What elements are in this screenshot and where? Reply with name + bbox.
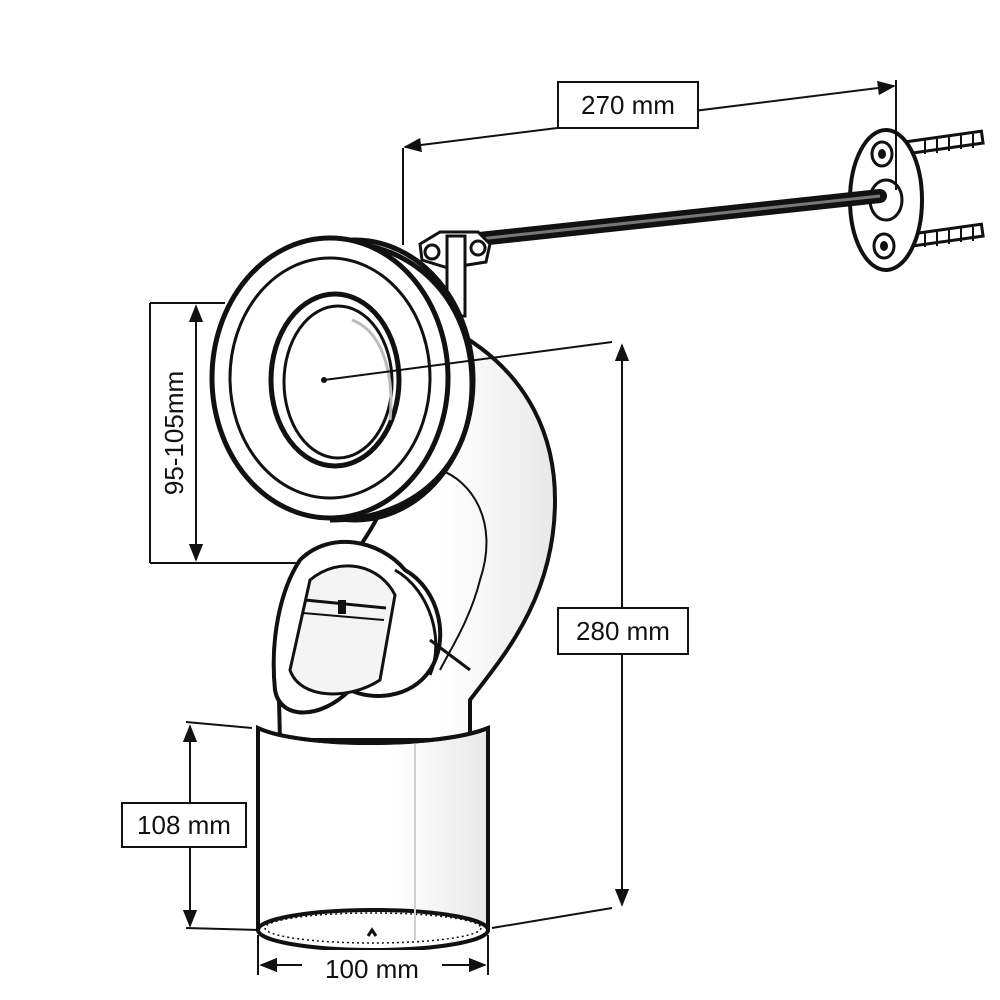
access-cap [271, 539, 471, 715]
pan-connector-body [209, 235, 558, 952]
dim-label-rod-length: 270 mm [557, 81, 699, 129]
dim-text-outlet-length: 108 mm [137, 810, 231, 840]
dim-text-inlet-diameter: 95-105mm [159, 371, 189, 495]
inlet-seal-ring [209, 235, 476, 523]
wall-bolt-upper [902, 129, 985, 156]
wall-bracket [418, 128, 985, 318]
dim-text-height: 280 mm [576, 616, 670, 646]
dim-label-height: 280 mm [557, 607, 689, 655]
dim-text-rod-length: 270 mm [581, 90, 675, 120]
rod-clamp [418, 230, 492, 318]
dim-label-outlet-diameter: 100 mm [302, 950, 442, 986]
dim-text-outlet-diameter: 100 mm [325, 954, 419, 984]
dim-label-inlet-diameter: 95-105mm [159, 371, 189, 495]
dim-label-outlet-length: 108 mm [121, 802, 247, 848]
